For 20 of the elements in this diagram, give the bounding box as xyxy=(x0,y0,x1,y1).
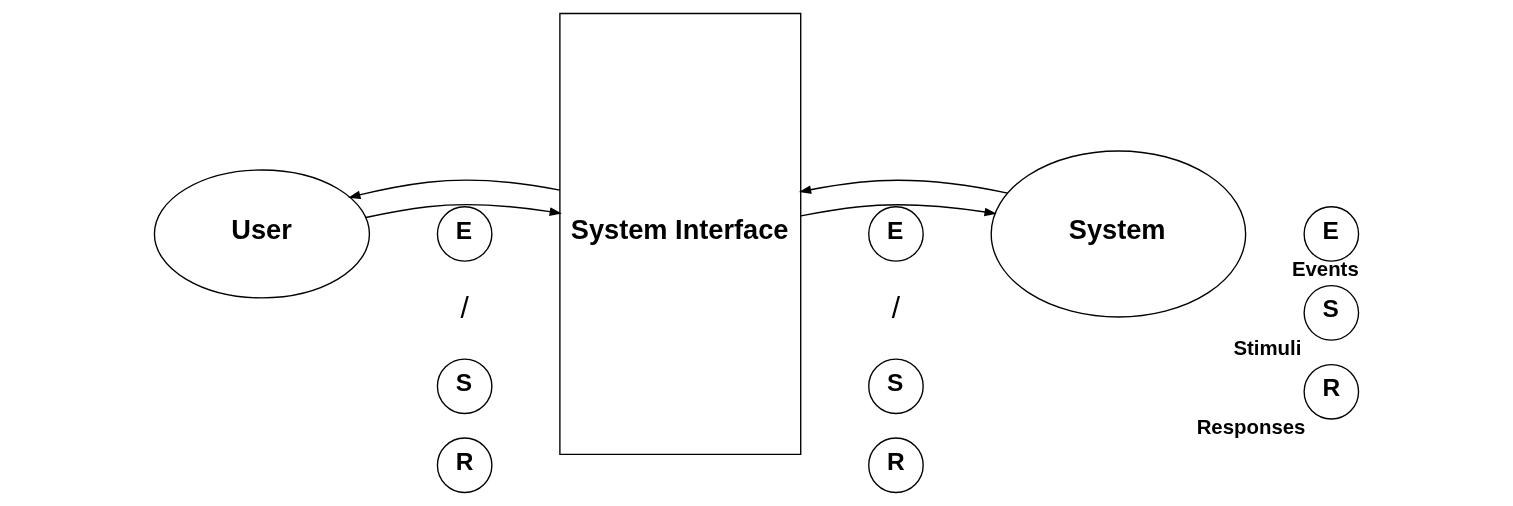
arrow xyxy=(800,204,997,217)
node-circle: E xyxy=(436,206,493,262)
node-circle: R xyxy=(436,437,493,494)
node-circle: R xyxy=(868,437,924,494)
node-circle: R xyxy=(1303,363,1360,420)
arrow xyxy=(798,179,1009,194)
label: / xyxy=(460,290,469,324)
node-label: Responses xyxy=(1196,415,1306,438)
node-circle: S xyxy=(1303,284,1360,341)
arrow xyxy=(365,203,562,219)
node-ellipse: System xyxy=(990,150,1247,318)
node-circle: E xyxy=(1303,206,1360,262)
node-label: Stimuli xyxy=(1233,337,1302,360)
label: / xyxy=(891,290,901,324)
node-circle: S xyxy=(868,358,924,415)
node-circle: S xyxy=(436,358,493,415)
arrow xyxy=(348,179,561,199)
node-box: System Interface xyxy=(559,12,802,456)
node-circle: E xyxy=(868,206,924,262)
node-ellipse: User xyxy=(153,169,371,299)
